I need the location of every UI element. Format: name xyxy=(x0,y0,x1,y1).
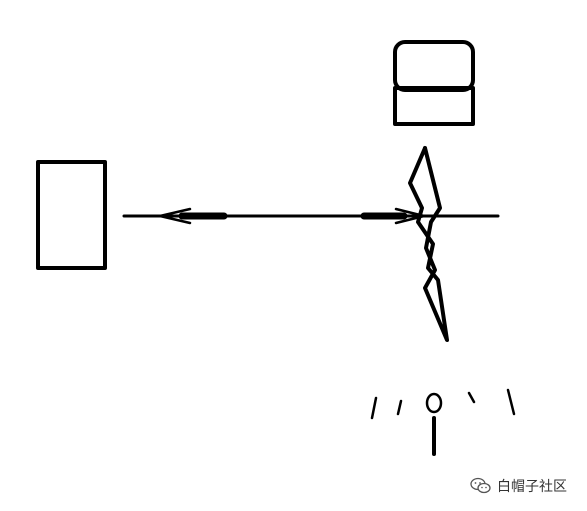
arrow-left xyxy=(158,207,228,225)
arrow-right xyxy=(360,207,426,225)
signal-source-bulb xyxy=(425,392,443,414)
top-right-device xyxy=(393,40,475,126)
top-right-device-lower xyxy=(393,86,475,126)
signal-source xyxy=(425,392,443,456)
top-right-device-upper xyxy=(393,40,475,92)
left-box xyxy=(36,160,107,270)
watermark-text: 白帽子社区 xyxy=(497,479,567,495)
wechat-icon xyxy=(470,477,491,494)
watermark: 白帽子社区 xyxy=(470,474,567,498)
mirror-reflector xyxy=(408,146,449,342)
emission-marks xyxy=(370,388,516,420)
